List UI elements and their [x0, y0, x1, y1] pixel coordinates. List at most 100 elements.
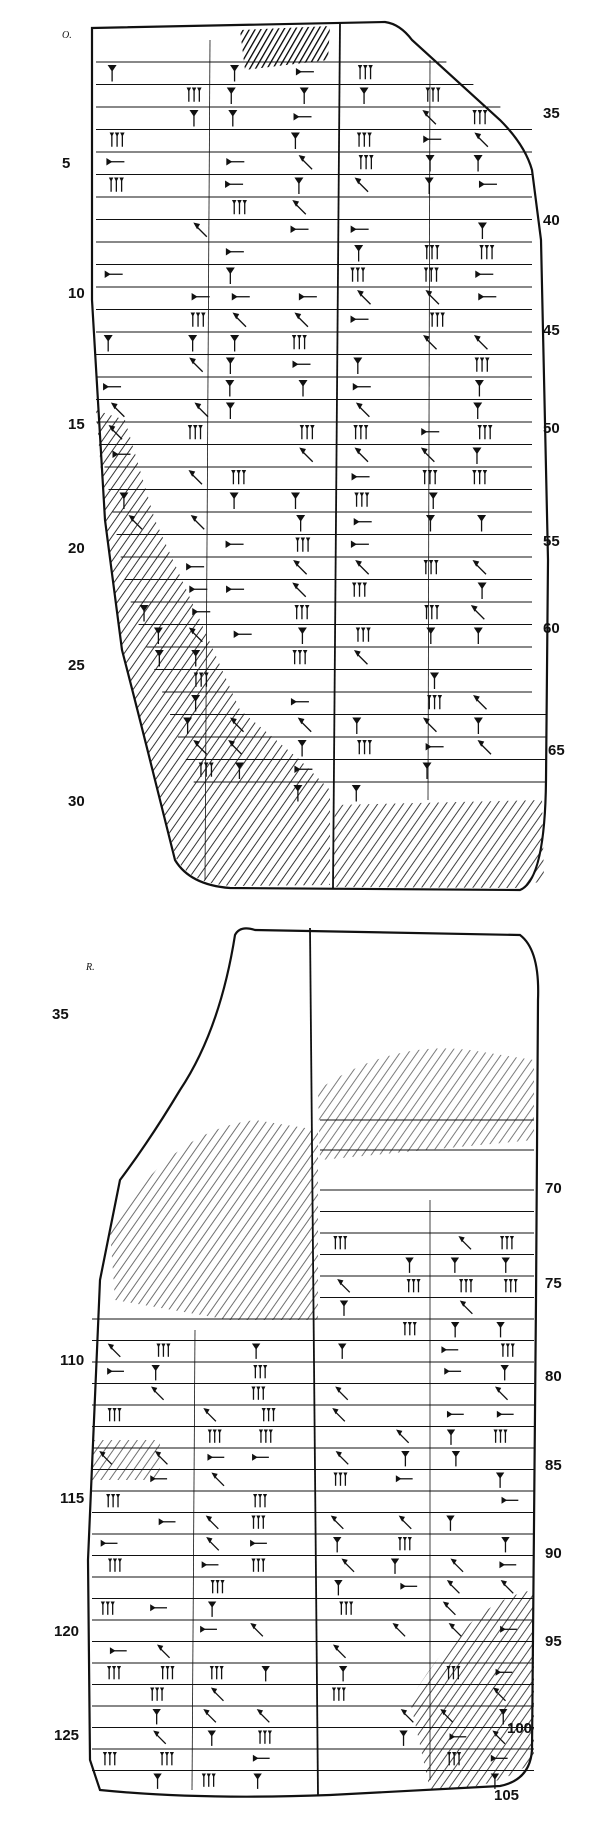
line-number: 25 — [68, 657, 85, 674]
cuneiform-sign — [341, 1558, 355, 1573]
line-number: 20 — [68, 540, 85, 557]
reverse-signs — [99, 1236, 519, 1789]
reverse-damage-lower-right — [410, 1590, 534, 1790]
cuneiform-sign — [473, 627, 483, 644]
cuneiform-sign — [423, 560, 439, 575]
cuneiform-sign — [446, 1515, 455, 1531]
obverse-tablet — [90, 20, 550, 892]
cuneiform-sign — [357, 290, 371, 305]
line-number: 70 — [545, 1180, 562, 1197]
cuneiform-sign — [421, 428, 440, 436]
reverse-damage-left — [110, 1120, 318, 1320]
cuneiform-sign — [100, 1601, 115, 1615]
cuneiform-sign — [233, 630, 252, 638]
cuneiform-sign — [211, 1472, 225, 1487]
cuneiform-sign — [252, 1754, 270, 1762]
line-number: 35 — [543, 105, 560, 122]
cuneiform-sign — [297, 740, 307, 757]
cuneiform-sign — [493, 1429, 508, 1443]
cuneiform-sign — [354, 492, 370, 507]
cuneiform-sign — [226, 87, 236, 104]
cuneiform-sign — [258, 1429, 273, 1443]
cuneiform-sign — [231, 470, 247, 485]
cuneiform-sign — [232, 312, 247, 328]
cuneiform-sign — [109, 132, 125, 147]
cuneiform-sign — [359, 87, 369, 104]
cuneiform-sign — [474, 132, 489, 148]
obverse-ruling-lines — [96, 39, 546, 881]
cuneiform-sign — [420, 447, 435, 463]
cuneiform-sign — [331, 1687, 346, 1701]
cuneiform-sign — [425, 743, 444, 751]
cuneiform-sign — [428, 492, 438, 509]
cuneiform-sign — [225, 402, 235, 419]
line-number: 90 — [545, 1545, 562, 1562]
line-number: 105 — [494, 1787, 520, 1804]
cuneiform-sign — [350, 225, 369, 233]
cuneiform-sign — [225, 357, 235, 374]
cuneiform-sign — [151, 1365, 160, 1381]
cuneiform-sign — [295, 68, 314, 76]
line-number: 55 — [543, 533, 560, 550]
obverse-column-divider — [332, 22, 341, 889]
cuneiform-sign — [107, 1343, 121, 1358]
cuneiform-sign — [355, 402, 370, 418]
cuneiform-sign — [425, 515, 435, 532]
obverse-damage-top — [240, 26, 330, 70]
cuneiform-sign — [496, 1322, 505, 1338]
cuneiform-sign — [339, 1601, 354, 1615]
cuneiform-sign — [405, 1257, 414, 1273]
cuneiform-sign — [107, 65, 117, 82]
obverse-damage-left — [96, 410, 330, 886]
cuneiform-sign — [353, 357, 363, 374]
cuneiform-sign — [293, 560, 308, 575]
cuneiform-sign — [355, 560, 370, 575]
cuneiform-sign — [290, 132, 300, 149]
cuneiform-sign — [203, 1709, 217, 1723]
cuneiform-sign — [477, 515, 487, 532]
cuneiform-sign — [230, 335, 240, 352]
cuneiform-sign — [398, 1515, 412, 1530]
cuneiform-sign — [356, 132, 372, 147]
cuneiform-sign — [352, 717, 362, 734]
cuneiform-sign — [474, 357, 490, 372]
cuneiform-sign — [207, 1429, 222, 1443]
cuneiform-sign — [352, 383, 371, 391]
cuneiform-sign — [225, 248, 244, 256]
cuneiform-sign — [395, 1475, 413, 1483]
cuneiform-sign — [351, 785, 361, 802]
cuneiform-sign — [424, 245, 440, 260]
cuneiform-sign — [292, 360, 311, 368]
cuneiform-sign — [299, 87, 309, 104]
cuneiform-sign — [472, 470, 488, 485]
cuneiform-sign — [153, 1730, 167, 1745]
cuneiform-sign — [338, 1666, 348, 1682]
line-number: 40 — [543, 212, 560, 229]
cuneiform-sign — [251, 1558, 266, 1572]
cuneiform-sign — [477, 425, 493, 440]
cuneiform-sign — [390, 1558, 400, 1574]
cuneiform-sign — [153, 1773, 162, 1789]
cuneiform-sign — [357, 65, 373, 80]
cuneiform-sign — [200, 1625, 217, 1633]
line-number: 80 — [545, 1368, 562, 1385]
cuneiform-sign — [474, 380, 484, 397]
line-number: 10 — [68, 285, 85, 302]
cuneiform-sign — [429, 312, 445, 327]
cuneiform-sign — [446, 1429, 456, 1445]
cuneiform-sign — [150, 1604, 167, 1612]
cuneiform-sign — [470, 605, 485, 620]
cuneiform-sign — [225, 180, 244, 188]
cuneiform-sign — [229, 492, 239, 509]
cuneiform-sign — [450, 1257, 460, 1273]
cuneiform-sign — [337, 1279, 351, 1293]
cuneiform-sign — [188, 470, 203, 485]
cuneiform-sign — [441, 1346, 459, 1354]
cuneiform-sign — [203, 1408, 217, 1422]
cuneiform-sign — [297, 717, 312, 733]
cuneiform-sign — [500, 1343, 515, 1357]
cuneiform-sign — [354, 245, 364, 262]
cuneiform-sign — [501, 1537, 510, 1553]
cuneiform-sign — [330, 1515, 344, 1530]
